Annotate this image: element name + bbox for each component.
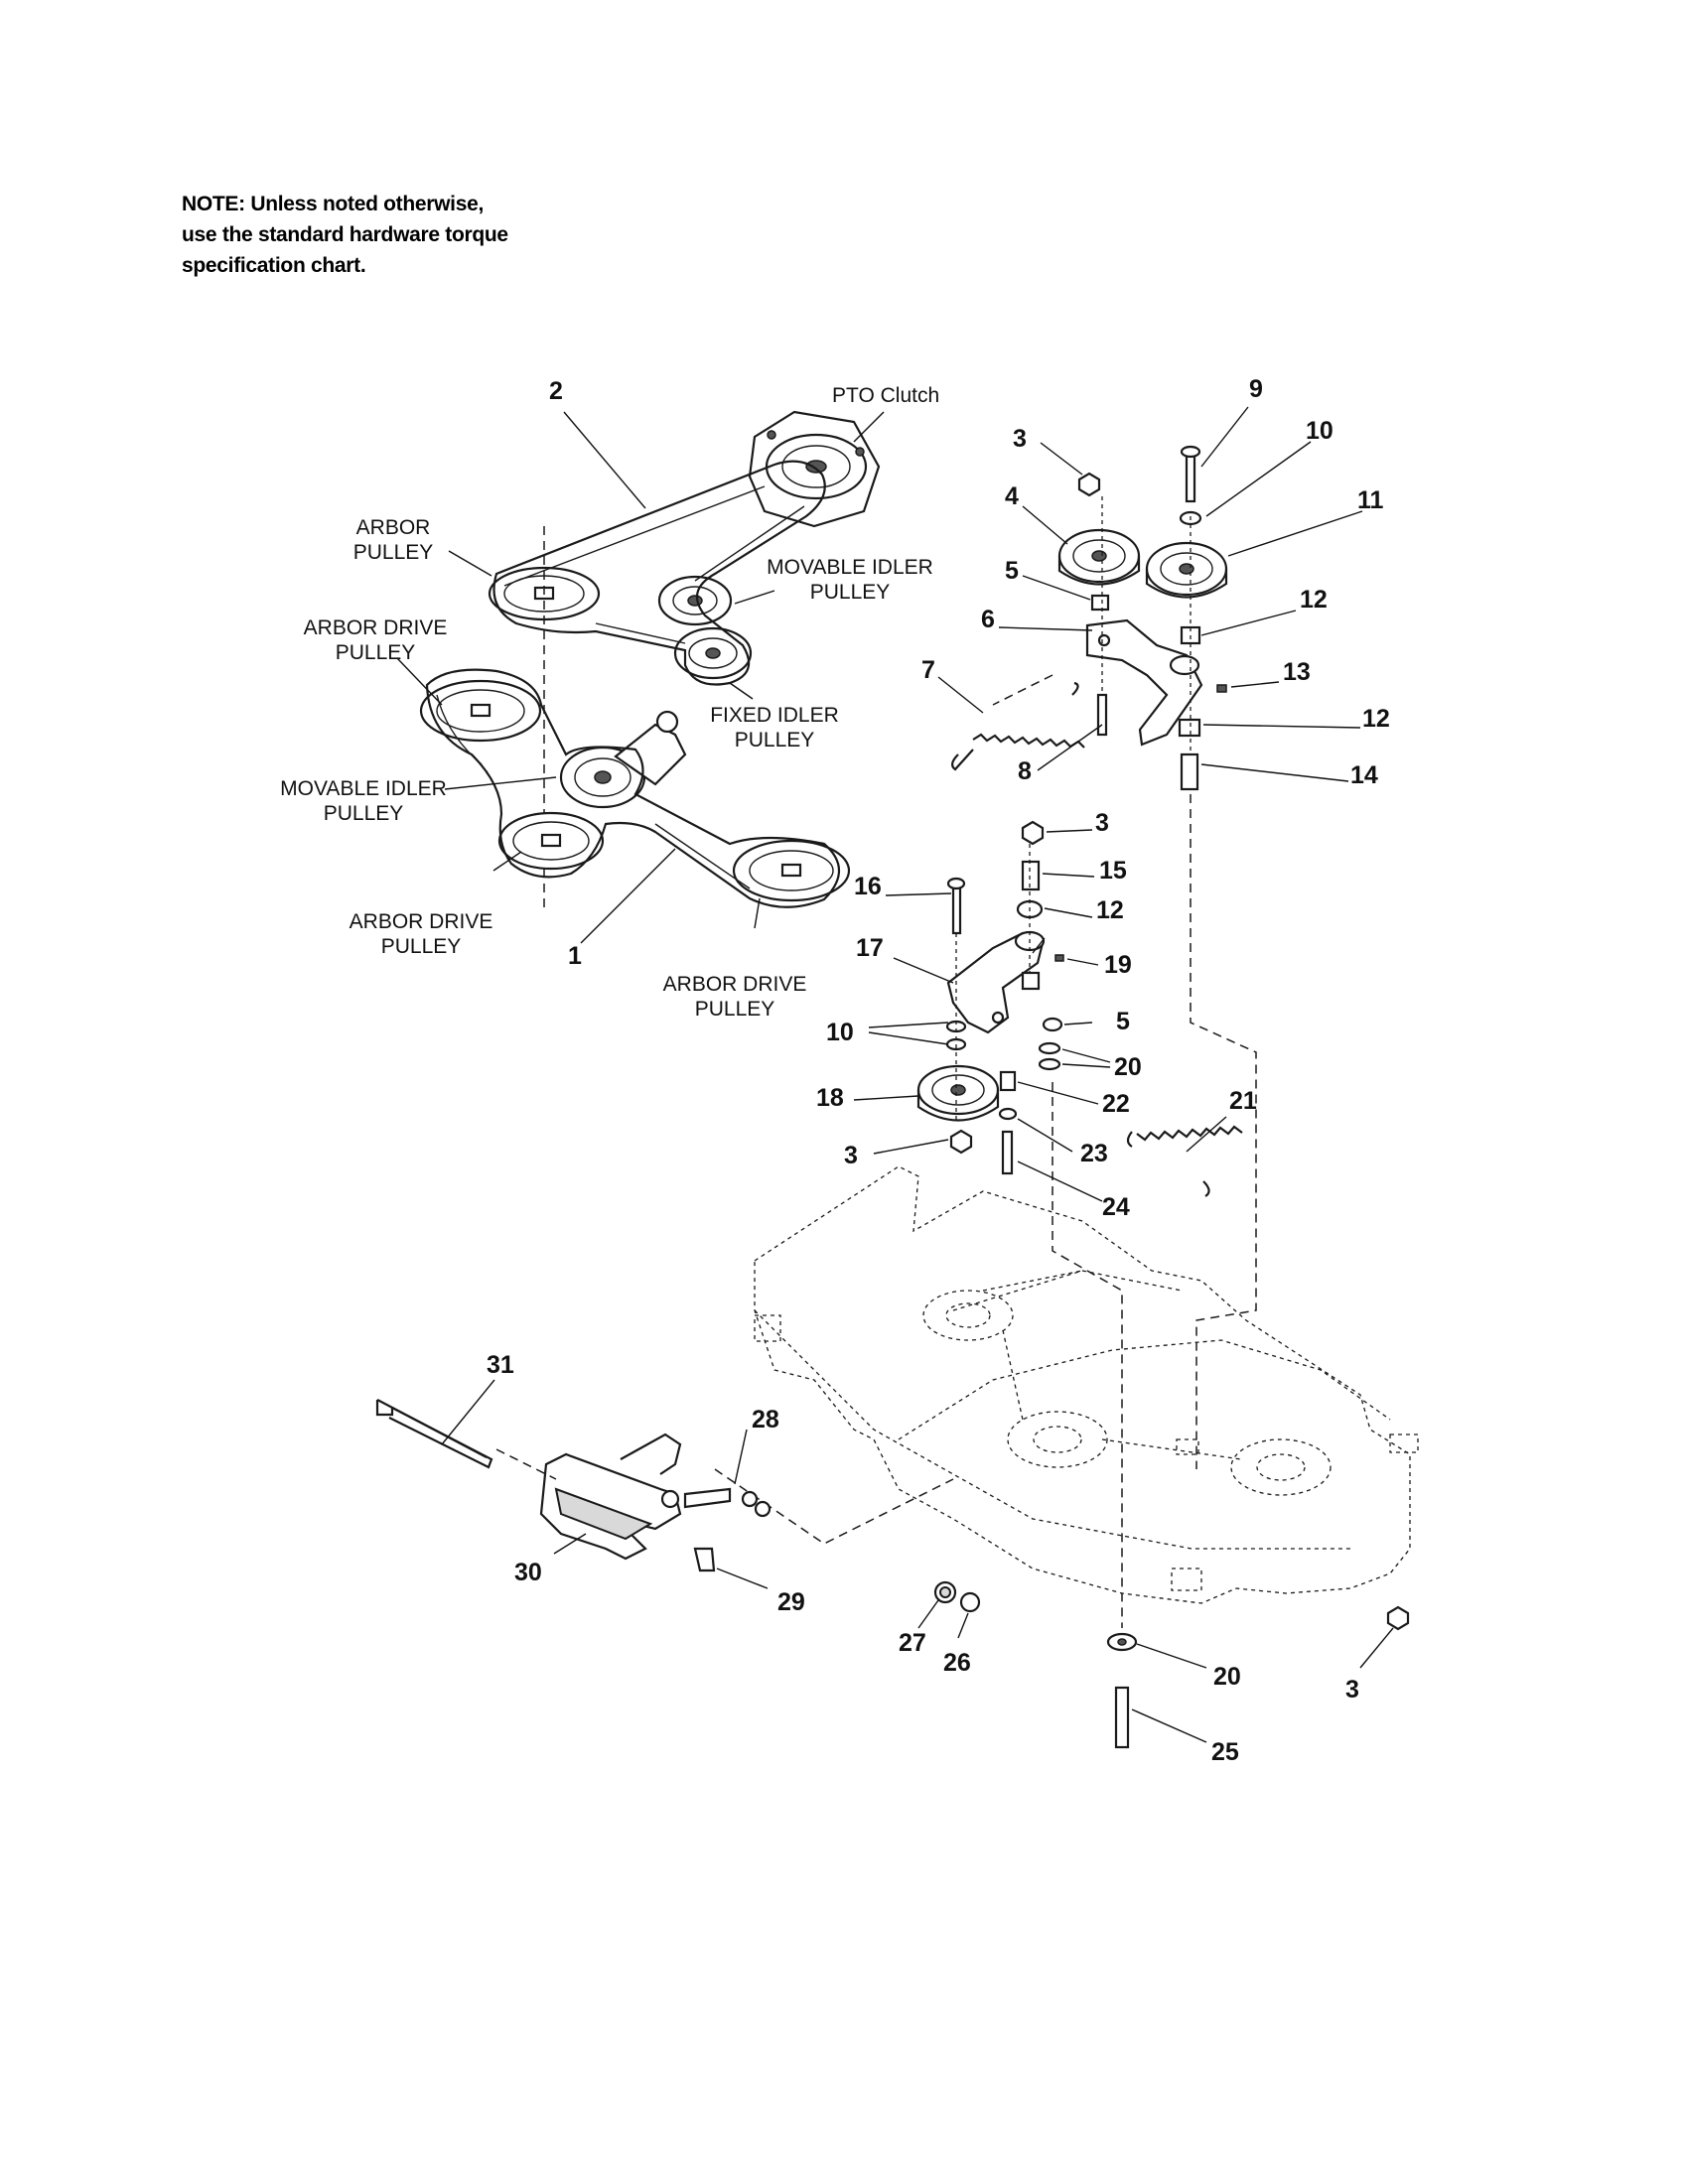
callout-31: 31: [487, 1351, 514, 1379]
label-arbor-drive-c-line1: ARBOR DRIVE: [663, 973, 807, 996]
callout-5-low: 5: [1116, 1008, 1130, 1035]
part-labels: PTO Clutch ARBOR PULLEY MOVABLE IDLER PU…: [280, 384, 939, 1021]
callout-3-mid: 3: [1095, 809, 1109, 837]
note-line-1: NOTE: Unless noted otherwise,: [182, 193, 485, 215]
callout-3-top: 3: [1013, 425, 1027, 453]
callout-8: 8: [1018, 757, 1032, 785]
deck-hardware: [933, 1580, 1410, 1749]
lower-idler-arm-assembly: [916, 794, 1257, 1628]
label-movable-idler-b-line2: PULLEY: [324, 802, 404, 825]
hanger-bracket-assembly: [375, 1399, 772, 1572]
label-movable-idler-a-line1: MOVABLE IDLER: [767, 556, 933, 579]
callout-25: 25: [1211, 1738, 1239, 1766]
label-arbor-drive-b-line2: PULLEY: [381, 935, 462, 958]
callout-27: 27: [899, 1629, 926, 1657]
arbor-drive-pulley-right: [732, 839, 851, 902]
callout-12-low: 12: [1096, 896, 1124, 924]
callout-7: 7: [921, 656, 935, 684]
callout-5-top: 5: [1005, 557, 1019, 585]
lower-belt-assembly: [419, 668, 851, 908]
callout-12-mid: 12: [1362, 705, 1390, 733]
callout-4: 4: [1005, 482, 1019, 510]
callout-17: 17: [856, 934, 884, 962]
mower-deck: [714, 1165, 1419, 1604]
callout-2: 2: [549, 377, 563, 405]
label-movable-idler-a-line2: PULLEY: [810, 581, 891, 604]
callout-10-low: 10: [826, 1019, 854, 1046]
label-fixed-idler-line1: FIXED IDLER: [710, 704, 839, 727]
callout-16: 16: [854, 873, 882, 900]
callout-12-top: 12: [1300, 586, 1328, 614]
label-arbor-drive-c-line2: PULLEY: [695, 998, 775, 1021]
upper-belt-assembly: [488, 410, 881, 913]
idler-arm-assembly: [951, 445, 1228, 791]
note-line-3: specification chart.: [182, 254, 366, 277]
callout-10-top: 10: [1306, 417, 1333, 445]
label-arbor-drive-b-line1: ARBOR DRIVE: [350, 910, 493, 933]
label-pto-clutch: PTO Clutch: [832, 384, 939, 407]
callout-15: 15: [1099, 857, 1127, 885]
label-movable-idler-b-line1: MOVABLE IDLER: [280, 777, 447, 800]
fixed-idler-pulley: [673, 626, 753, 680]
callout-18: 18: [816, 1084, 844, 1112]
callout-9: 9: [1249, 375, 1263, 403]
label-fixed-idler-line2: PULLEY: [735, 729, 815, 751]
callout-28: 28: [752, 1406, 779, 1433]
callout-30: 30: [514, 1559, 542, 1586]
movable-idler-pulley-lower: [559, 710, 687, 809]
movable-idler-pulley-upper: [657, 575, 733, 626]
arbor-drive-pulley-top: [419, 679, 542, 743]
arbor-drive-pulley-left: [497, 811, 605, 871]
callout-20-mid: 20: [1114, 1053, 1142, 1081]
callout-11: 11: [1357, 486, 1384, 514]
callout-3-low: 3: [844, 1142, 858, 1169]
callout-13: 13: [1283, 658, 1311, 686]
torque-note: NOTE: Unless noted otherwise, use the st…: [182, 189, 599, 281]
label-arbor-pulley-line1: ARBOR: [356, 516, 431, 539]
label-arbor-drive-a-line1: ARBOR DRIVE: [304, 616, 448, 639]
callout-29: 29: [777, 1588, 805, 1616]
callout-1: 1: [568, 942, 582, 970]
callout-22: 22: [1102, 1090, 1130, 1118]
callout-19: 19: [1104, 951, 1132, 979]
callout-numbers: 2 1 3 9 10 4 11 5 12 6 13 7 12 8 14 3 15…: [487, 375, 1390, 1766]
pto-clutch: [748, 410, 881, 528]
label-arbor-drive-a-line2: PULLEY: [336, 641, 416, 664]
callout-3-deck: 3: [1345, 1676, 1359, 1704]
callout-24: 24: [1102, 1193, 1130, 1221]
callout-26: 26: [943, 1649, 971, 1677]
callout-23: 23: [1080, 1140, 1108, 1167]
label-arbor-pulley-line2: PULLEY: [353, 541, 434, 564]
callout-14: 14: [1350, 761, 1378, 789]
callout-21: 21: [1229, 1087, 1257, 1115]
note-line-2: use the standard hardware torque: [182, 223, 508, 246]
callout-20-low: 20: [1213, 1663, 1241, 1691]
leader-lines: [396, 406, 1394, 1743]
callout-6: 6: [981, 606, 995, 633]
